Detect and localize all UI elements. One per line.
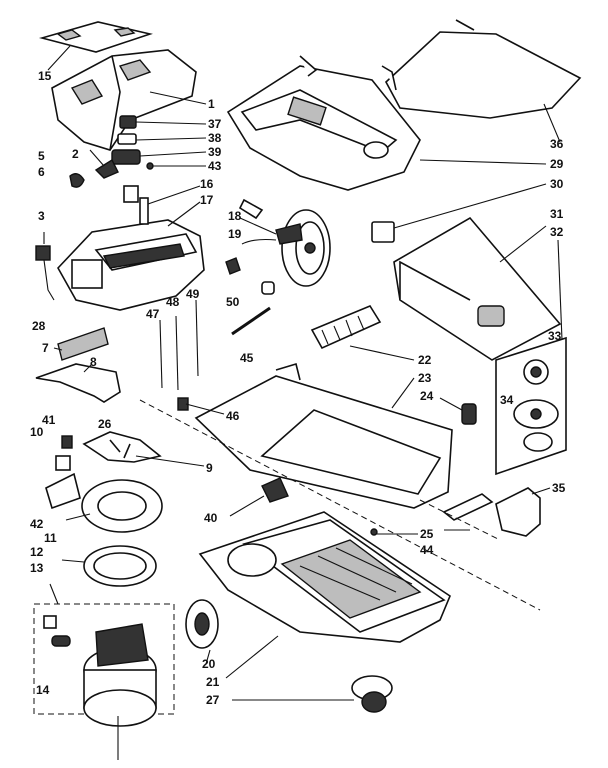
callout-38: 38 [208, 131, 222, 145]
callout-12: 12 [30, 545, 44, 559]
callout-22: 22 [418, 353, 432, 367]
callout-9: 9 [206, 461, 213, 475]
leader-lines [43, 45, 563, 760]
part-12-ring [83, 545, 157, 587]
part-27-caster [351, 675, 393, 713]
callout-35: 35 [552, 481, 566, 495]
wire-parts [159, 281, 275, 411]
callout-44: 44 [420, 543, 434, 557]
callout-42: 42 [30, 517, 44, 531]
callout-11: 11 [44, 531, 57, 545]
callout-24: 24 [420, 389, 434, 403]
part-18-cord-reel [225, 198, 331, 287]
callout-48: 48 [166, 295, 180, 309]
motor-base-assembly [35, 197, 205, 311]
callout-27: 27 [206, 693, 220, 707]
callout-46: 46 [226, 409, 240, 423]
callout-41: 41 [42, 413, 56, 427]
part-31-dust-bag [393, 216, 562, 361]
callout-7: 7 [42, 341, 49, 355]
callout-21: 21 [206, 675, 220, 689]
callout-23: 23 [418, 371, 432, 385]
callout-6: 6 [38, 165, 45, 179]
small-parts-cluster [69, 115, 154, 203]
part-26-fan-blade [82, 431, 162, 463]
callout-39: 39 [208, 145, 222, 159]
callout-17: 17 [200, 193, 214, 207]
callout-36: 36 [550, 137, 564, 151]
callout-40: 40 [204, 511, 218, 525]
callout-43: 43 [208, 159, 222, 173]
part-20-wheel [185, 599, 219, 649]
callout-1: 1 [208, 97, 215, 111]
callout-47: 47 [146, 307, 160, 321]
part-11-gasket [81, 479, 163, 533]
callout-14: 14 [36, 683, 50, 697]
part-7-filter-strip [57, 327, 109, 361]
callout-49: 49 [186, 287, 200, 301]
callout-28: 28 [32, 319, 46, 333]
part-30-latch [371, 221, 395, 243]
callout-33: 33 [548, 329, 562, 343]
callout-50: 50 [226, 295, 240, 309]
part-15-filter-cover [38, 21, 153, 53]
part-24-switch [461, 403, 477, 425]
callout-18: 18 [228, 209, 242, 223]
part-35-bracket [495, 487, 541, 537]
callout-45: 45 [240, 351, 254, 365]
callout-2: 2 [72, 147, 79, 161]
callout-32: 32 [550, 225, 564, 239]
callout-29: 29 [550, 157, 564, 171]
callout-numbers: 15 1 37 38 2 39 43 5 6 16 17 3 18 19 50 … [30, 69, 566, 707]
callout-25: 25 [420, 527, 434, 541]
callout-10: 10 [30, 425, 44, 439]
parts-10-41-42 [45, 435, 81, 510]
part-40-nozzle [261, 477, 289, 503]
callout-3: 3 [38, 209, 45, 223]
callout-37: 37 [208, 117, 222, 131]
part-21-base-shell [198, 511, 451, 643]
callout-30: 30 [550, 177, 564, 191]
callout-20: 20 [202, 657, 216, 671]
callout-19: 19 [228, 227, 242, 241]
part-29-rear-housing [226, 55, 421, 191]
part-33-bag-holder [495, 336, 567, 476]
callout-34: 34 [500, 393, 514, 407]
callout-31: 31 [550, 207, 564, 221]
callout-5: 5 [38, 149, 45, 163]
part-8-bracket [35, 363, 121, 403]
callout-8: 8 [90, 355, 97, 369]
callout-26: 26 [98, 417, 112, 431]
part-13-motor-assembly [33, 603, 175, 727]
callout-13: 13 [30, 561, 44, 575]
part-22-grille [310, 305, 382, 350]
part-23-bag-door [194, 362, 453, 509]
callout-15: 15 [38, 69, 52, 83]
part-36-lid [381, 19, 582, 119]
callout-16: 16 [200, 177, 214, 191]
parts-25-44 [370, 493, 494, 536]
part-1-top-housing [51, 49, 197, 151]
